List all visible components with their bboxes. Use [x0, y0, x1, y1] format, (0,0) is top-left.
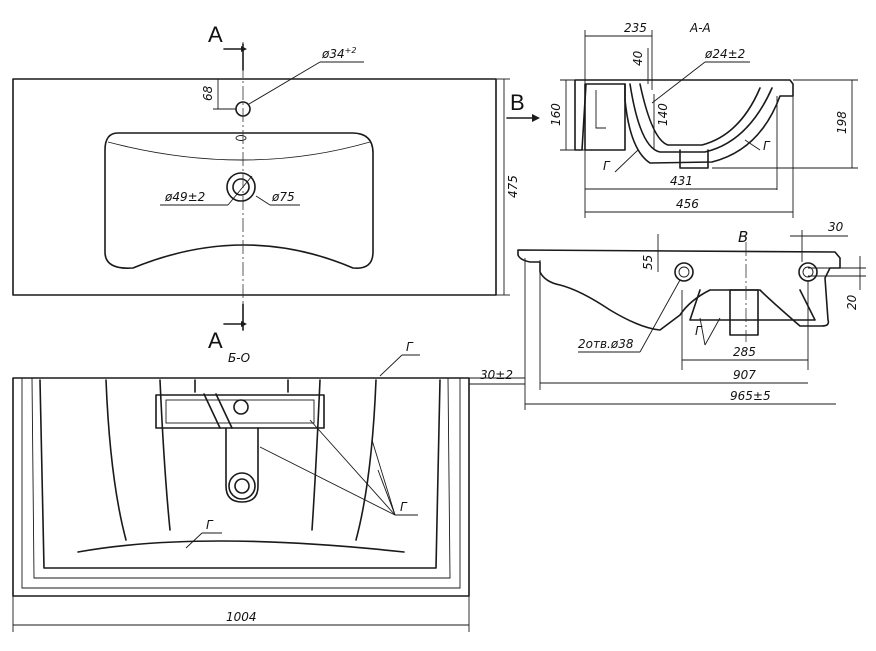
bowl-bottom	[77, 540, 405, 553]
view-b-hole-left	[674, 262, 694, 282]
d24-leader	[651, 61, 706, 104]
bottom-view-inner1	[21, 378, 461, 589]
section-aa-bowl-inner	[629, 83, 773, 153]
section-a-top-label: A	[208, 22, 223, 47]
rib-left-outer	[105, 379, 127, 541]
g-bo2-leader3	[371, 439, 396, 516]
g-aa1-text: Г	[603, 159, 611, 173]
drain-outer	[226, 172, 256, 202]
d2otv-leader	[639, 279, 681, 353]
d75-text: ø75	[271, 190, 295, 204]
g-aa2-text: Г	[763, 139, 771, 153]
faucet-plate-slant	[203, 393, 233, 429]
view-b-base	[689, 289, 816, 321]
g-bo1-text: Г	[406, 340, 414, 354]
section-aa-view	[506, 30, 858, 218]
section-aa-drain	[679, 149, 709, 169]
d285-text: 285	[733, 345, 756, 359]
bottom-view-inner2	[31, 377, 451, 579]
faucet-plate-inner	[165, 399, 315, 424]
d40-text: 40	[631, 50, 645, 66]
g-aa2-leader	[744, 139, 761, 151]
g-bo1-leader	[379, 354, 403, 377]
d55-text: 55	[641, 255, 655, 270]
mount-tabs	[194, 379, 289, 393]
d34-text: ø34+2	[321, 46, 356, 61]
d30pm-text: 30±2	[480, 368, 513, 382]
d475-text: 475	[506, 175, 520, 198]
drain-tube	[225, 427, 259, 503]
d20-text: 20	[845, 294, 859, 310]
d24-text: ø24±2	[704, 47, 745, 61]
overflow-hole	[235, 135, 247, 141]
section-a-bottom-label: A	[208, 328, 223, 353]
d1004-text: 1004	[226, 610, 257, 624]
rib-left-inner	[159, 379, 171, 531]
view-b-drain	[729, 289, 759, 336]
faucet-hole-bottom	[233, 399, 249, 415]
d30-text: 30	[828, 220, 844, 234]
g-bo2-text: Г	[400, 500, 408, 514]
basin-slope-line	[107, 141, 371, 161]
g-bo3-leader	[185, 532, 203, 549]
rib-right-inner	[311, 379, 321, 531]
section-aa-rim	[584, 83, 626, 151]
d965-text: 965±5	[730, 389, 771, 403]
d160-text: 160	[549, 103, 563, 126]
view-b-hole-right-inner	[802, 266, 814, 278]
basin-outline	[104, 132, 374, 269]
d198-text: 198	[835, 111, 849, 134]
section-aa-bowl-inner2	[639, 83, 761, 146]
view-bo-title: Б-О	[228, 351, 250, 365]
bottom-view-outline	[12, 377, 470, 597]
view-b-arrowhead	[532, 114, 540, 122]
g-b-text: Г	[695, 324, 703, 338]
section-a-bottom-arrowhead	[241, 321, 247, 327]
drain-inner	[232, 178, 250, 196]
d235-text: 235	[624, 21, 647, 35]
drain-bottom-outer	[228, 472, 256, 500]
d431-text: 431	[670, 174, 693, 188]
g-bo2-leader2	[309, 419, 396, 516]
view-b-outline	[517, 249, 841, 331]
section-aa-label: A-A	[689, 21, 711, 35]
g-bo2-leader1	[259, 446, 396, 516]
g-bo3-text: Г	[206, 518, 214, 532]
g-b-leader1	[704, 317, 721, 346]
view-b-label: B	[510, 90, 525, 115]
view-b-hole-left-inner	[678, 266, 690, 278]
top-view	[12, 42, 510, 331]
labels-layer: A A A-A B B Б-О Г Г Г Г Г Г ø34+2 68 ø49…	[164, 21, 859, 624]
g-bo2-leader4	[377, 469, 396, 516]
d34-leader	[248, 61, 321, 105]
d49-leader	[227, 175, 253, 206]
faucet-plate	[155, 394, 325, 429]
rib-right-outer	[355, 379, 377, 541]
g-aa1-leader	[614, 149, 639, 173]
bottom-view	[12, 354, 525, 632]
d2otv-text: 2отв.ø38	[578, 337, 634, 351]
drain-bottom-inner	[234, 478, 250, 494]
top-view-outline	[12, 78, 497, 296]
d49-text: ø49±2	[164, 190, 205, 204]
d68-text: 68	[201, 85, 215, 101]
view-b-title: B	[738, 228, 748, 246]
bottom-view-rim	[39, 379, 441, 569]
d456-text: 456	[676, 197, 699, 211]
d75-leader	[255, 195, 271, 206]
view-b-hole-right	[798, 262, 818, 282]
d140-text: 140	[656, 103, 670, 126]
section-a-top-arrowhead	[241, 46, 247, 52]
d907-text: 907	[733, 368, 756, 382]
section-aa-overflow	[595, 90, 606, 129]
view-b	[517, 230, 866, 410]
g-b-leader2	[699, 317, 706, 346]
